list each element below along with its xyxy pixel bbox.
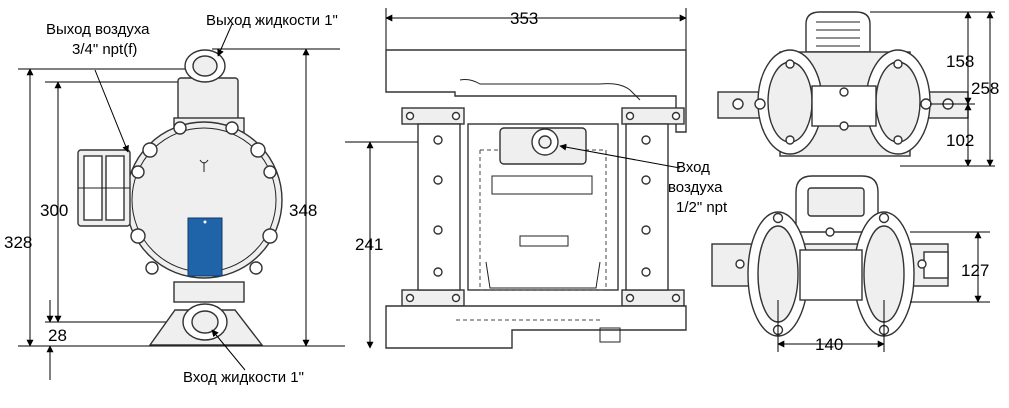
bolts bbox=[130, 121, 278, 275]
dim-140-label: 140 bbox=[815, 335, 843, 354]
air-outlet-label-line2: 3/4" npt(f) bbox=[72, 41, 137, 58]
column-bolts bbox=[405, 111, 681, 303]
front-view: 328 300 28 348 Выход воздуха 3/4" npt(f)… bbox=[4, 12, 345, 386]
dim-158-label: 158 bbox=[946, 52, 974, 71]
dim-127-label: 127 bbox=[961, 261, 989, 280]
blue-label-plate bbox=[187, 217, 223, 277]
air-outlet-label-line1: Выход воздуха bbox=[46, 21, 150, 38]
dim-102-label: 102 bbox=[946, 131, 974, 150]
side-view: 353 241 bbox=[345, 8, 728, 349]
air-inlet-label-line2: воздуха bbox=[668, 179, 723, 196]
fluid-inlet-label: Вход жидкости 1" bbox=[183, 369, 304, 386]
top-view-bolts bbox=[732, 59, 954, 145]
dim-300-label: 300 bbox=[40, 201, 68, 220]
air-inlet-label-line1: Вход bbox=[676, 159, 710, 176]
dim-241-label: 241 bbox=[355, 235, 383, 254]
fluid-outlet-label: Выход жидкости 1" bbox=[206, 12, 338, 29]
dim-28-label: 28 bbox=[48, 326, 67, 345]
dim-353-label: 353 bbox=[510, 9, 538, 28]
air-inlet-label-line3: 1/2" npt bbox=[676, 199, 728, 216]
dim-348-label: 348 bbox=[289, 201, 317, 220]
top-view: 158 102 258 bbox=[717, 11, 999, 167]
bottom-view: 127 140 bbox=[711, 175, 990, 354]
dim-328-label: 328 bbox=[4, 233, 32, 252]
dim-258-label: 258 bbox=[971, 79, 999, 98]
